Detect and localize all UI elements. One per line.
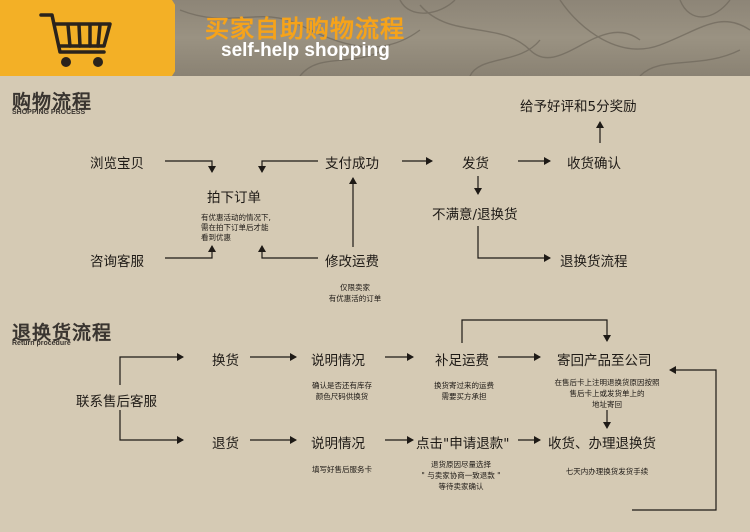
- explain-exchange-note-1: 确认是否还有库存: [312, 381, 372, 390]
- step-receive-handle: 收货、办理退换货: [548, 436, 656, 452]
- send-back-note-2: 售后卡上或发货单上的: [569, 389, 645, 398]
- send-back-note-3: 地址寄回: [592, 400, 622, 409]
- apply-refund-note-1: 退货原因尽量选择: [431, 460, 491, 469]
- step-return-flow: 退换货流程: [560, 254, 628, 270]
- banner-title-en: self-help shopping: [221, 40, 390, 61]
- apply-refund-note-3: 等待卖家确认: [438, 482, 484, 491]
- banner-title-cn: 买家自助购物流程: [205, 15, 405, 43]
- step-order: 拍下订单: [207, 190, 261, 206]
- modify-note-2: 有优惠活的订单: [328, 294, 382, 303]
- explain-exchange-note-2: 颜色尺码供换货: [315, 392, 369, 401]
- step-refund: 退货: [212, 436, 239, 452]
- shopping-cart-icon: [39, 13, 112, 67]
- explain-refund-note: 填写好售后服务卡: [312, 465, 372, 474]
- order-note-2: 需在拍下订单后才能: [201, 223, 269, 232]
- step-modify-shipping: 修改运费: [325, 254, 379, 270]
- step-contact-service: 联系售后客服: [76, 394, 157, 410]
- step-apply-refund: 点击"申请退款": [416, 436, 510, 452]
- step-unsatisfied: 不满意/退换货: [432, 207, 518, 223]
- cart-badge: [0, 0, 175, 76]
- step-consult: 咨询客服: [90, 254, 144, 270]
- send-back-note-1: 在售后卡上注明退换货原因按照: [554, 378, 660, 387]
- step-confirm-receipt: 收货确认: [567, 156, 621, 172]
- step-pay: 支付成功: [325, 156, 379, 172]
- step-exchange: 换货: [212, 353, 239, 369]
- step-explain-exchange: 说明情况: [311, 353, 365, 369]
- receive-handle-note: 七天内办理换货发货手续: [565, 467, 649, 476]
- supplement-note-1: 换货寄过来的运费: [434, 381, 494, 390]
- step-ship: 发货: [462, 156, 489, 172]
- shopping-section-title: 购物流程: [12, 91, 93, 113]
- returns-section-subtitle: Return procedure: [12, 340, 71, 347]
- supplement-note-2: 需要买方承担: [441, 392, 487, 401]
- shopping-section-subtitle: SHOPPING PROCESS: [12, 109, 86, 116]
- modify-note-1: 仅限卖家: [340, 283, 370, 292]
- returns-section-title: 退换货流程: [12, 322, 113, 344]
- order-note-3: 看到优惠: [201, 233, 231, 242]
- step-explain-refund: 说明情况: [311, 436, 365, 452]
- step-supplement-shipping: 补足运费: [435, 353, 489, 369]
- apply-refund-note-2: " 与卖家协商一致退款 ": [421, 471, 501, 480]
- step-browse: 浏览宝贝: [90, 156, 144, 172]
- order-note-1: 有优惠活动的情况下,: [201, 213, 271, 222]
- banner-texture: [179, 0, 750, 76]
- header-banner: 买家自助购物流程 self-help shopping: [0, 0, 750, 76]
- step-send-back: 寄回产品至公司: [557, 353, 652, 369]
- step-rate: 给予好评和5分奖励: [520, 99, 637, 115]
